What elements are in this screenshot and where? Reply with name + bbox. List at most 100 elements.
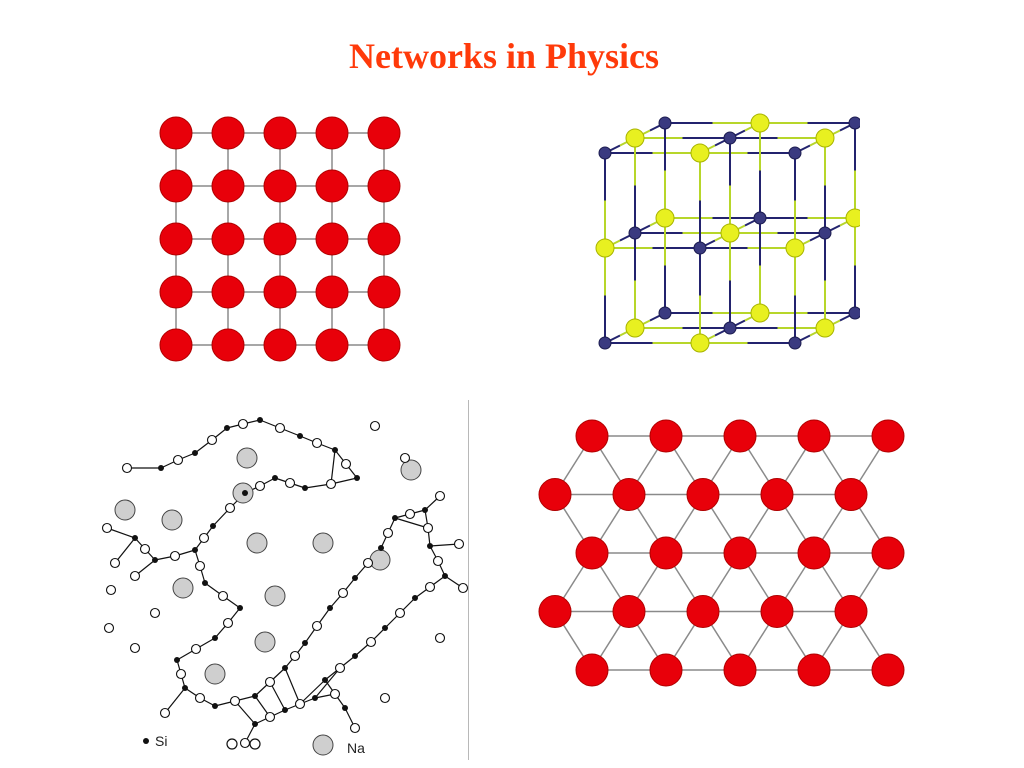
- square-lattice-node: [315, 116, 349, 150]
- glass-si-atom: [354, 475, 360, 481]
- triangular-lattice-node: [686, 595, 720, 628]
- glass-si-atom: [327, 605, 333, 611]
- square-lattice-node: [159, 169, 193, 203]
- cubic-lattice-light-ion: [690, 143, 710, 163]
- square-lattice-node: [367, 275, 401, 309]
- glass-si-atom: [210, 523, 216, 529]
- glass-oxygen-atom: [422, 522, 434, 534]
- cubic-lattice-panel: [575, 110, 860, 365]
- glass-si-o-bond: [394, 517, 429, 529]
- glass-si-atom: [282, 707, 288, 713]
- glass-oxygen-atom: [101, 522, 113, 534]
- glass-oxygen-atom: [254, 480, 266, 492]
- square-lattice-node: [211, 328, 245, 362]
- triangular-lattice-node: [723, 653, 757, 687]
- glass-oxygen-atom: [121, 462, 133, 474]
- triangular-lattice-node: [760, 478, 794, 511]
- square-lattice-node: [315, 328, 349, 362]
- glass-oxygen-atom: [284, 477, 296, 489]
- glass-si-atom: [237, 605, 243, 611]
- glass-oxygen-atom: [394, 607, 406, 619]
- triangular-lattice-node: [538, 478, 572, 511]
- cubic-lattice-light-ion: [690, 333, 710, 353]
- glass-si-atom: [442, 573, 448, 579]
- glass-si-atom: [252, 721, 258, 727]
- glass-oxygen-atom: [311, 620, 323, 632]
- slide-title: Networks in Physics: [348, 36, 659, 76]
- triangular-lattice-node: [723, 536, 757, 570]
- dotted-large-circle-icon: [312, 734, 334, 756]
- triangular-lattice-panel: [530, 410, 920, 700]
- glass-na-ion: [312, 532, 334, 554]
- glass-oxygen-atom: [379, 692, 391, 704]
- glass-oxygen-atom: [194, 692, 206, 704]
- glass-oxygen-atom: [103, 622, 115, 634]
- triangular-lattice-diagram: [538, 419, 905, 687]
- glass-si-o-bond: [299, 679, 326, 705]
- triangular-lattice-node: [797, 536, 831, 570]
- glass-network-structure: [101, 417, 469, 749]
- glass-si-atom: [342, 705, 348, 711]
- cubic-lattice-dark-ion: [628, 226, 642, 240]
- glass-si-atom: [152, 557, 158, 563]
- glass-na-ion: [246, 532, 268, 554]
- glass-oxygen-atom: [434, 632, 446, 644]
- glass-oxygen-atom: [222, 617, 234, 629]
- glass-si-atom: [412, 595, 418, 601]
- glass-si-o-bond: [234, 700, 256, 725]
- glass-legend: Si Na: [143, 733, 365, 756]
- glass-si-atom: [272, 475, 278, 481]
- glass-oxygen-atom: [274, 422, 286, 434]
- glass-oxygen-atom: [224, 502, 236, 514]
- glass-na-ion: [369, 549, 391, 571]
- glass-oxygen-atom: [382, 527, 394, 539]
- square-lattice-node: [159, 275, 193, 309]
- square-lattice-node: [263, 169, 297, 203]
- glass-si-o-bond: [330, 449, 336, 485]
- glass-oxygen-atom: [237, 418, 249, 430]
- glass-si-o-bond: [269, 681, 286, 711]
- cubic-lattice-light-ion: [845, 208, 860, 228]
- cubic-lattice-dark-ion: [693, 241, 707, 255]
- cubic-lattice-light-ion: [720, 223, 740, 243]
- glass-si-atom: [332, 447, 338, 453]
- glass-oxygen-atom: [404, 508, 416, 520]
- glass-oxygen-atom: [159, 707, 171, 719]
- glass-oxygen-atom: [139, 543, 151, 555]
- glass-si-atom: [422, 507, 428, 513]
- triangular-lattice-node: [575, 536, 609, 570]
- glass-network-diagram: Si Na: [101, 417, 469, 756]
- legend-label-na: Na: [347, 740, 365, 756]
- glass-si-atom: [132, 535, 138, 541]
- glass-network-panel: Si Na: [95, 398, 475, 768]
- glass-oxygen-atom: [239, 737, 251, 749]
- cubic-lattice-light-ion: [595, 238, 615, 258]
- cubic-lattice-light-ion: [815, 128, 835, 148]
- glass-oxygen-atom: [105, 584, 117, 596]
- triangular-lattice-node: [612, 478, 646, 511]
- square-lattice-node: [315, 222, 349, 256]
- glass-si-atom: [212, 703, 218, 709]
- triangular-lattice-node: [871, 653, 905, 687]
- glass-oxygen-atom: [457, 582, 469, 594]
- cubic-lattice-light-ion: [625, 318, 645, 338]
- cubic-lattice-dark-ion: [658, 116, 672, 130]
- glass-si-atom: [182, 685, 188, 691]
- glass-oxygen-atom: [264, 711, 276, 723]
- glass-na-ion: [236, 447, 258, 469]
- square-lattice-node: [211, 222, 245, 256]
- triangular-lattice-node: [797, 419, 831, 453]
- glass-na-ion: [264, 585, 286, 607]
- glass-oxygen-atom: [294, 698, 306, 710]
- cubic-lattice-dark-ion: [598, 336, 612, 350]
- glass-si-o-bond: [314, 667, 341, 699]
- triangular-lattice-node: [797, 653, 831, 687]
- glass-si-atom: [352, 653, 358, 659]
- cubic-lattice-dark-ion: [848, 306, 860, 320]
- small-black-dot-icon: [143, 738, 149, 744]
- glass-oxygen-atom: [334, 662, 346, 674]
- glass-oxygen-atom: [129, 570, 141, 582]
- square-lattice-node: [263, 222, 297, 256]
- triangular-lattice-node: [723, 419, 757, 453]
